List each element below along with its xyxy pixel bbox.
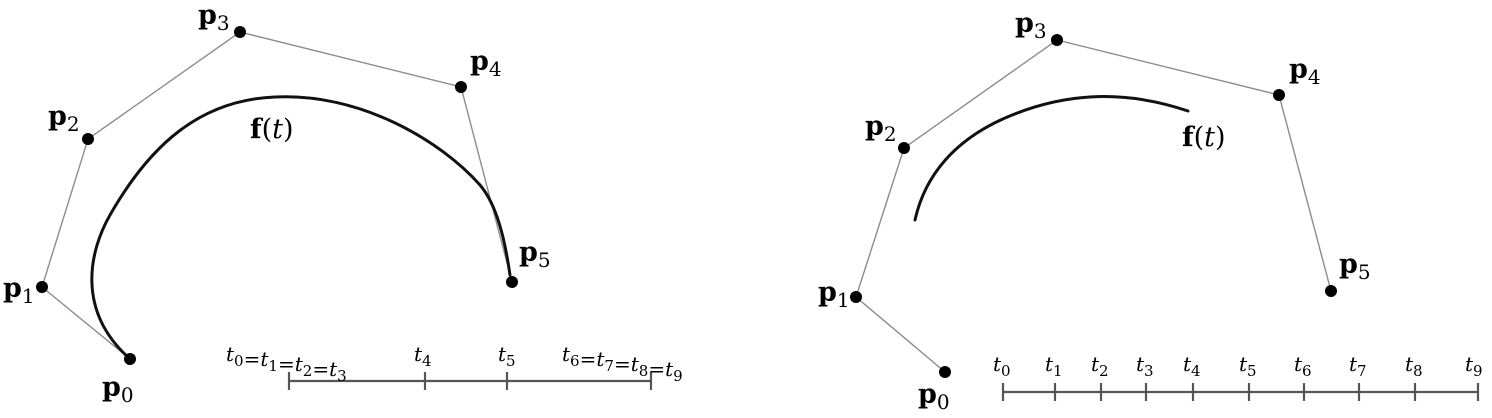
left-label-p4: p4 <box>470 46 502 81</box>
right-knot-label-9: t9 <box>1465 352 1483 380</box>
left-label-p0: p0 <box>102 372 134 407</box>
left-label-p2: p2 <box>48 101 80 136</box>
right-control-point-p0 <box>939 366 951 378</box>
right-control-polygon <box>855 39 1332 373</box>
right-knot-label-2: t2 <box>1091 352 1109 380</box>
left-knot-label-0: t0=t1=t2=t3 <box>226 342 347 385</box>
right-knot-axis: t0 t1 t2 t3 t4 t5 t6 t7 t8 t9 <box>993 352 1483 401</box>
left-control-polygon <box>41 31 513 360</box>
right-label-p5: p5 <box>1339 249 1371 284</box>
right-label-p3: p3 <box>1015 8 1047 43</box>
right-knot-label-3: t3 <box>1136 352 1154 380</box>
right-knot-label-4: t4 <box>1183 352 1201 380</box>
right-figure: p0 p1 p2 p3 p4 p5 f(t) t0 t1 t2 t3 t4 t5… <box>818 8 1483 414</box>
left-curve <box>90 95 512 361</box>
right-knot-label-7: t7 <box>1349 352 1367 380</box>
right-control-point-p4 <box>1273 89 1285 101</box>
left-knot-label-3: t6=t7=t8=t9 <box>562 342 683 385</box>
right-curve <box>913 95 1190 222</box>
left-label-p1: p1 <box>3 273 35 308</box>
right-knot-label-0: t0 <box>993 352 1011 380</box>
left-control-point-p3 <box>234 26 246 38</box>
left-knot-label-1: t4 <box>414 342 432 370</box>
right-control-point-p2 <box>898 142 910 154</box>
left-label-p5: p5 <box>519 237 551 272</box>
left-knot-axis: t0=t1=t2=t3 t4 t5 t6=t7=t8=t9 <box>226 342 683 390</box>
left-control-point-p0 <box>124 353 136 365</box>
right-label-p0: p0 <box>918 379 950 414</box>
right-knot-label-5: t5 <box>1239 352 1257 380</box>
right-knot-label-8: t8 <box>1405 352 1423 380</box>
right-knot-label-1: t1 <box>1045 352 1063 380</box>
right-control-point-p3 <box>1051 34 1063 46</box>
right-knot-label-6: t6 <box>1294 352 1312 380</box>
left-control-point-p2 <box>82 133 94 145</box>
left-control-point-p1 <box>36 281 48 293</box>
right-control-point-p5 <box>1325 285 1337 297</box>
left-control-point-p4 <box>455 81 467 93</box>
left-figure: p0 p1 p2 p3 p4 p5 f(t) t0=t1=t2=t3 t4 t5… <box>3 0 683 407</box>
right-curve-label: f(t) <box>1182 122 1226 153</box>
right-label-p2: p2 <box>865 111 897 146</box>
left-label-p3: p3 <box>198 0 230 35</box>
left-curve-label: f(t) <box>250 114 294 145</box>
right-control-point-p1 <box>850 291 862 303</box>
left-control-point-p5 <box>506 276 518 288</box>
right-label-p1: p1 <box>818 277 850 312</box>
left-knot-label-2: t5 <box>498 342 516 370</box>
right-label-p4: p4 <box>1289 54 1321 89</box>
